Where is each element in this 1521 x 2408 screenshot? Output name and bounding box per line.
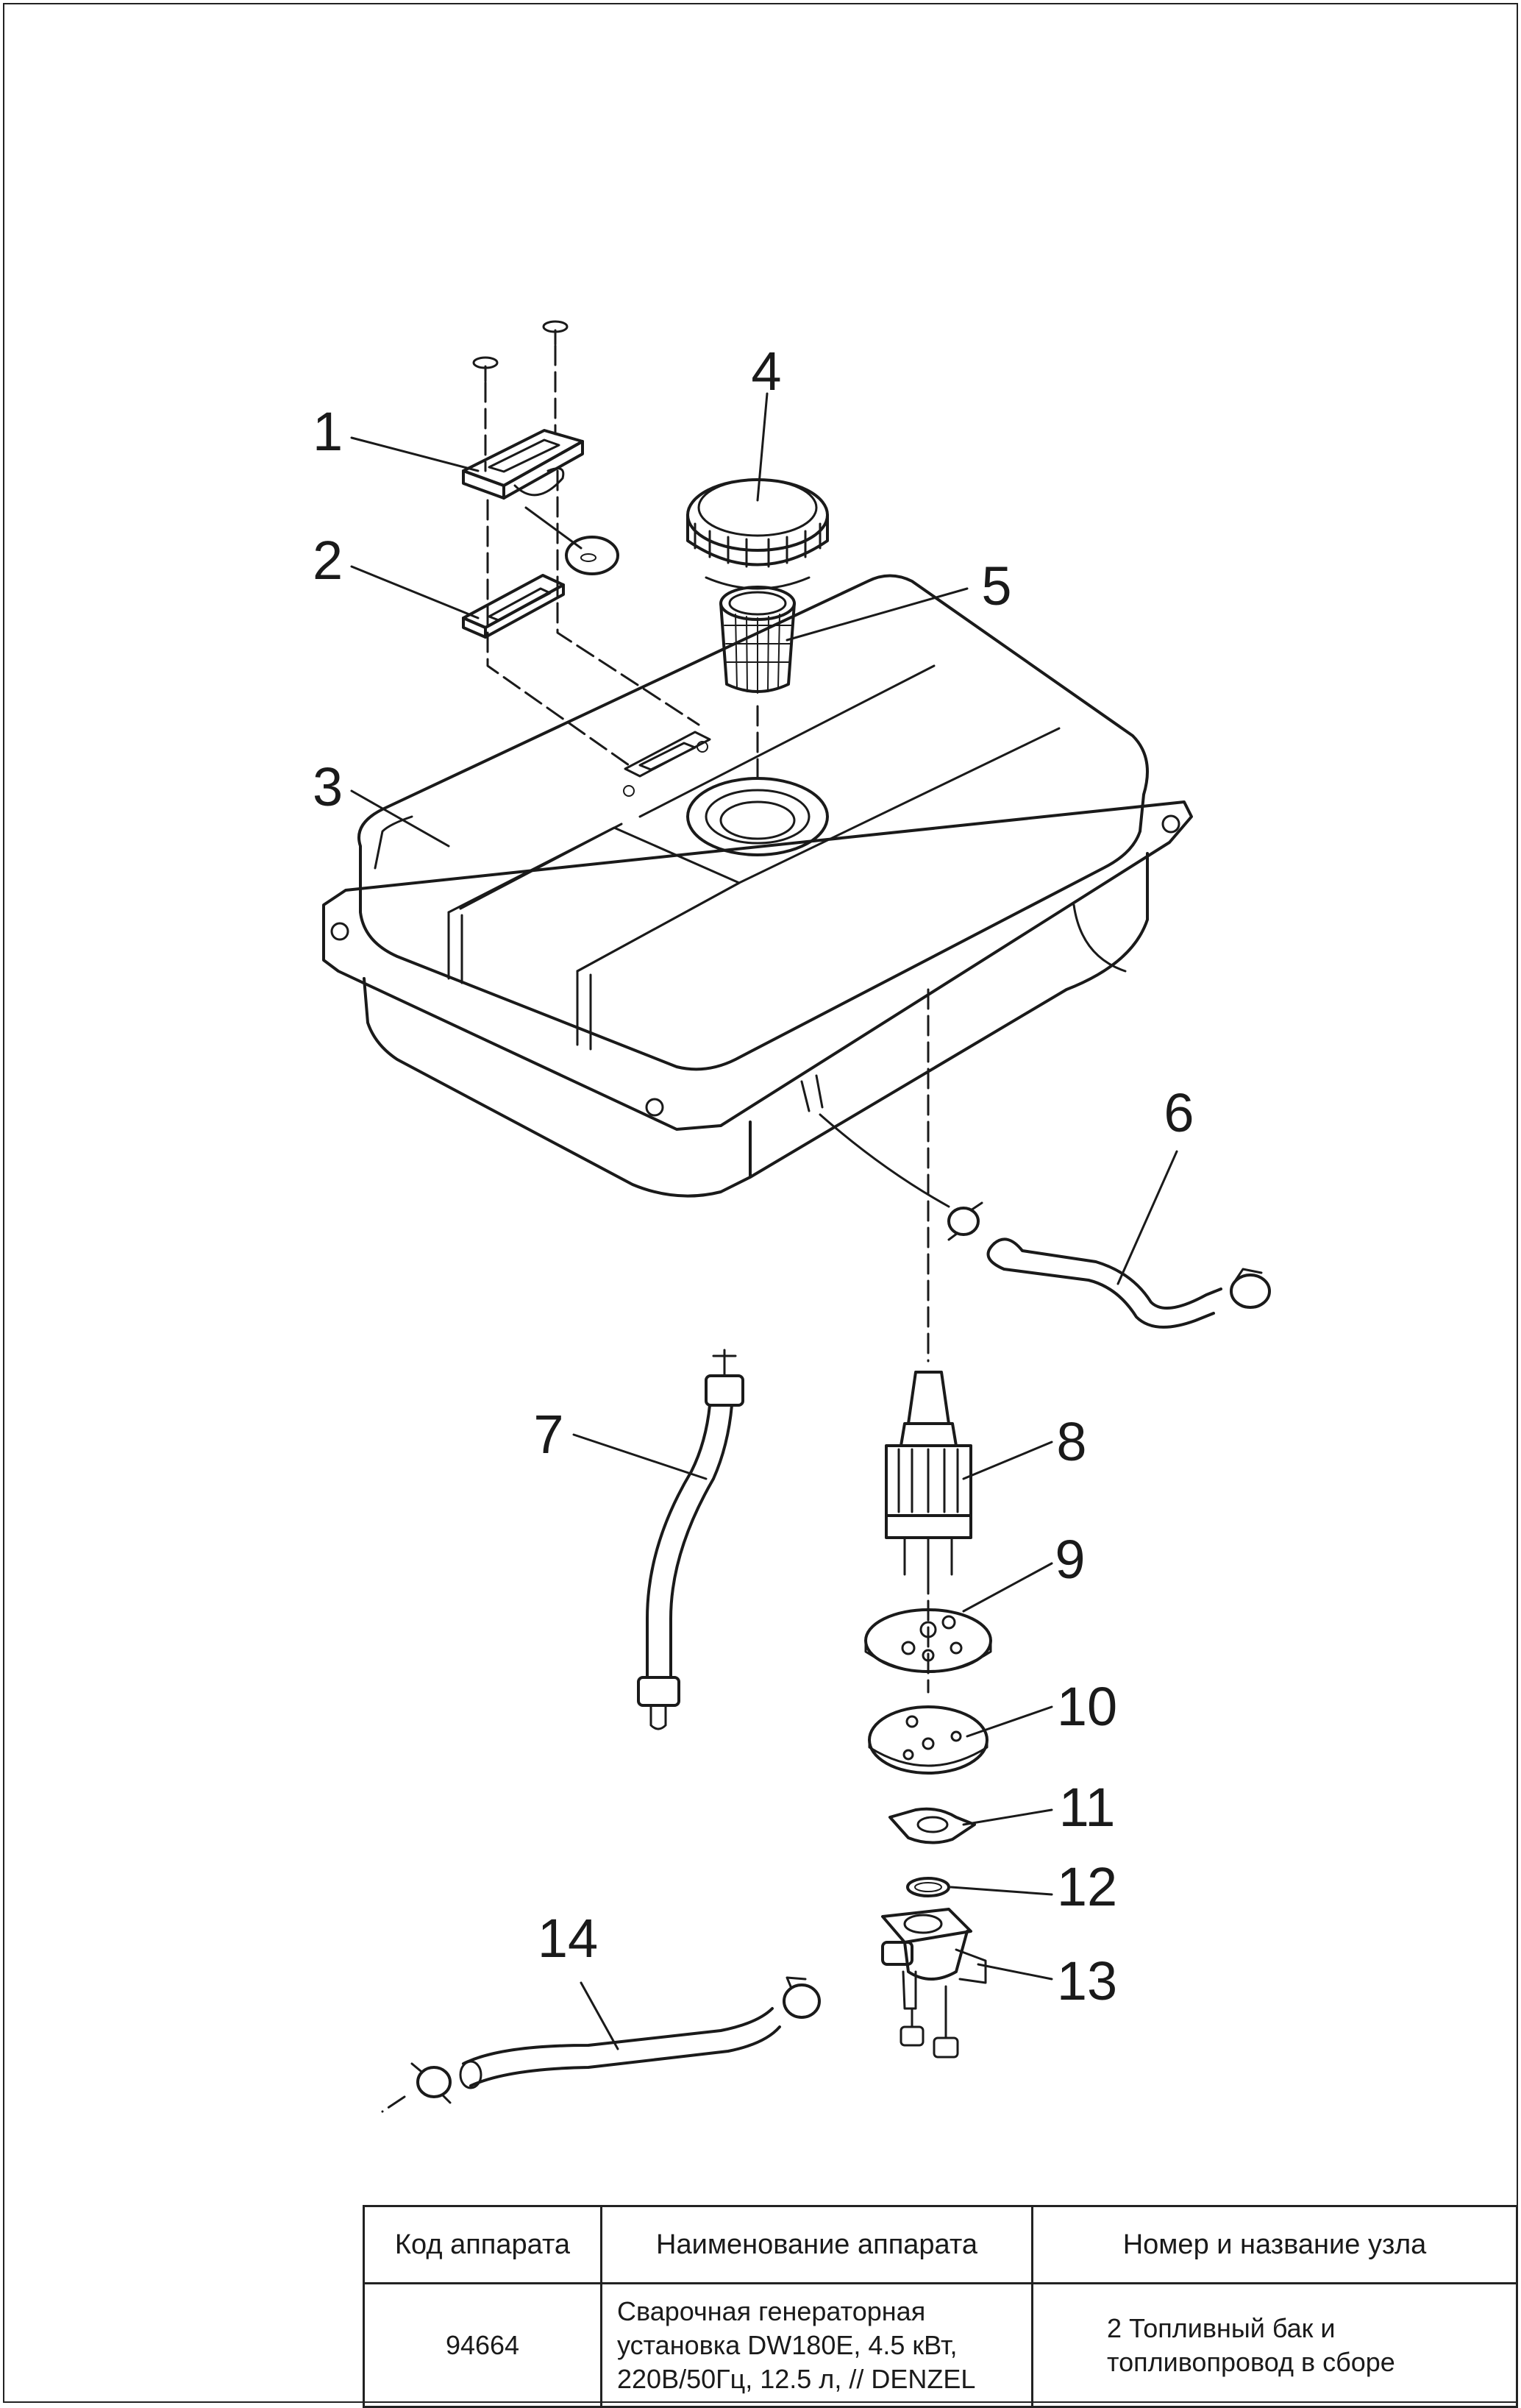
leader-lines (350, 392, 1178, 2050)
part-7-fuel-line (637, 1349, 744, 1730)
part-14-hose (410, 1976, 821, 2104)
title-block-header: Код аппарата Наименование аппарата Номер… (363, 2205, 1518, 2284)
part-9-plate (864, 1608, 992, 1673)
screw-left (472, 356, 499, 383)
title-block: Код аппарата Наименование аппарата Номер… (363, 2205, 1518, 2408)
part-6-hose (947, 1201, 1271, 1329)
screw-right (542, 320, 569, 346)
apparatus-name: Сварочная генераторная установка DW180E,… (600, 2282, 1033, 2408)
assembly-lines (381, 344, 930, 2113)
part-2-gasket (462, 574, 565, 639)
callout-10: 10 (1057, 1676, 1117, 1737)
part-1-fuel-gauge (462, 429, 619, 575)
part-10-gasket (868, 1705, 989, 1775)
callout-14: 14 (538, 1908, 598, 1969)
part-5-strainer (719, 586, 796, 694)
callout-6: 6 (1164, 1082, 1194, 1143)
callout-12: 12 (1057, 1856, 1117, 1917)
callout-1: 1 (313, 401, 343, 462)
title-block-row: 94664 Сварочная генераторная установка D… (363, 2282, 1518, 2408)
part-11-flange-gasket (888, 1807, 976, 1844)
part-12-o-ring (906, 1877, 950, 1897)
callout-8: 8 (1056, 1411, 1086, 1472)
part-4-fuel-cap (686, 478, 829, 590)
callout-4: 4 (751, 341, 781, 402)
callout-13: 13 (1057, 1950, 1117, 2011)
header-unit: Номер и название узла (1031, 2205, 1518, 2284)
callout-numbers: 1 2 3 4 5 6 7 8 9 10 11 12 13 14 (313, 341, 1194, 2011)
callout-11: 11 (1059, 1777, 1116, 1838)
unit-name: 2 Топливный бак и топливопровод в сборе (1031, 2282, 1518, 2408)
header-code: Код аппарата (363, 2205, 602, 2284)
callout-5: 5 (981, 555, 1011, 617)
callout-3: 3 (313, 756, 343, 817)
callout-9: 9 (1055, 1529, 1085, 1590)
part-8-fuel-filter (885, 1371, 972, 1580)
callout-2: 2 (313, 530, 343, 591)
part-13-fuel-cock (881, 1908, 987, 2059)
part-3-fuel-tank (322, 574, 1193, 1208)
callout-7: 7 (533, 1404, 563, 1465)
header-name: Наименование аппарата (600, 2205, 1033, 2284)
apparatus-code: 94664 (363, 2282, 602, 2408)
